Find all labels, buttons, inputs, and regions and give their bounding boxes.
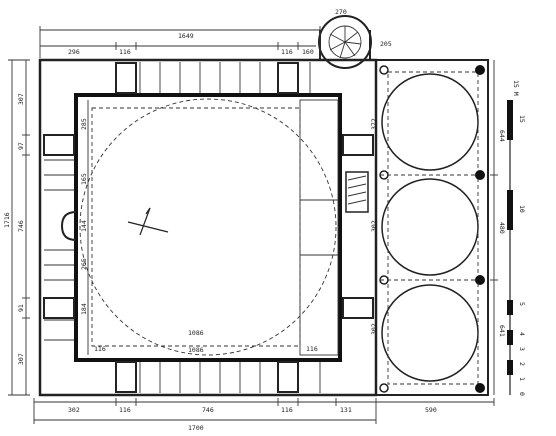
outer-wall bbox=[38, 58, 378, 397]
dim-inner-left-d: 265 bbox=[80, 258, 88, 270]
scale-tick-1: 1 bbox=[518, 377, 526, 381]
pier-bottom-right bbox=[277, 361, 299, 393]
dim-bottom-total: 1700 bbox=[188, 424, 204, 432]
dim-top-outer: 1649 bbox=[178, 32, 194, 40]
column-3 bbox=[475, 275, 485, 285]
dim-right-circ-b: 302 bbox=[370, 220, 378, 232]
dim-bottom-inner-b: 116 bbox=[306, 345, 318, 353]
scale-bar bbox=[507, 100, 513, 395]
entrance-stair-hatch bbox=[347, 175, 367, 205]
dim-bottom-seg-f: 590 bbox=[425, 406, 437, 414]
pier-top-right bbox=[277, 62, 299, 94]
dome-square-dashed bbox=[91, 107, 301, 347]
dim-inner-span: 1086 bbox=[188, 329, 204, 337]
dim-right-circ-c: 302 bbox=[370, 323, 378, 335]
dim-inner-span-bottom: 1086 bbox=[188, 346, 204, 354]
pier-left-bottom bbox=[43, 297, 75, 319]
column-8 bbox=[379, 383, 389, 393]
column-6 bbox=[379, 170, 389, 180]
column-2 bbox=[475, 170, 485, 180]
dim-top-seg-c: 116 bbox=[281, 48, 293, 56]
dim-right-mid: 480 bbox=[498, 222, 506, 234]
pier-left-top bbox=[43, 134, 75, 156]
main-dome-circle bbox=[79, 98, 337, 356]
dim-bottom-seg-e: 131 bbox=[340, 406, 352, 414]
dim-right-bot: 641 bbox=[498, 325, 506, 337]
dim-top-seg-left: 296 bbox=[68, 48, 80, 56]
left-corridor-hatch bbox=[44, 159, 74, 341]
portico-dashed-grid bbox=[387, 71, 479, 385]
column-5 bbox=[379, 65, 389, 75]
dim-top-seg-b: 116 bbox=[119, 48, 131, 56]
dim-inner-left-c: 144 bbox=[80, 220, 88, 232]
scale-tick-10: 10 bbox=[518, 205, 526, 213]
portico-dome-bottom bbox=[381, 284, 479, 382]
pier-right-bottom bbox=[342, 297, 374, 319]
pier-right-top bbox=[342, 134, 374, 156]
scale-tick-3: 3 bbox=[518, 347, 526, 351]
dim-bottom-seg-a: 302 bbox=[68, 406, 80, 414]
dim-top-seg-d: 160 bbox=[302, 48, 314, 56]
dim-bottom-seg-b: 116 bbox=[119, 406, 131, 414]
mihrab-niche bbox=[60, 211, 77, 241]
dim-inner-left-b: 165 bbox=[80, 173, 88, 185]
dim-inner-left-a: 285 bbox=[80, 118, 88, 130]
column-1 bbox=[475, 65, 485, 75]
entrance-stair bbox=[345, 171, 369, 213]
dim-lines-bottom bbox=[33, 398, 495, 424]
dim-left-bot: 307 bbox=[17, 353, 25, 365]
dim-left-top: 307 bbox=[17, 93, 25, 105]
dim-bottom-seg-c: 746 bbox=[202, 406, 214, 414]
dim-bottom-seg-d: 116 bbox=[281, 406, 293, 414]
dim-left-total: 1716 bbox=[3, 212, 11, 228]
minaret-spiral bbox=[329, 26, 362, 59]
scale-tick-15: 15 bbox=[518, 115, 526, 123]
north-arrow-icon bbox=[127, 207, 169, 236]
pier-bottom-left bbox=[115, 361, 137, 393]
bottom-corridor-hatch bbox=[139, 362, 321, 393]
prayer-hall-wall bbox=[74, 93, 342, 362]
dim-right-top: 644 bbox=[498, 130, 506, 142]
right-chamber bbox=[299, 99, 339, 356]
portico-outline bbox=[375, 59, 489, 396]
top-corridor-hatch bbox=[139, 62, 311, 93]
dim-left-mid-b: 746 bbox=[17, 220, 25, 232]
scale-tick-4: 4 bbox=[518, 332, 526, 336]
column-7 bbox=[379, 275, 389, 285]
dim-bottom-inner-a: 116 bbox=[94, 345, 106, 353]
dim-lines-top bbox=[39, 26, 321, 58]
dim-inner-left-e: 184 bbox=[80, 303, 88, 315]
column-4 bbox=[475, 383, 485, 393]
dim-lines-left bbox=[8, 59, 89, 396]
dim-lines-right bbox=[490, 60, 498, 395]
dim-stair-label: 270 bbox=[335, 8, 347, 16]
scale-tick-5: 5 bbox=[518, 302, 526, 306]
scale-tick-0: 0 bbox=[518, 392, 526, 396]
scale-label: 15 M bbox=[512, 80, 520, 96]
dim-left-mid-c: 91 bbox=[17, 304, 25, 312]
portico-dome-mid bbox=[381, 178, 479, 276]
scale-ticks: 0 1 2 3 4 5 10 15 bbox=[518, 115, 526, 396]
dim-right-circ: 372 bbox=[370, 118, 378, 130]
dim-stair-side: 205 bbox=[380, 40, 392, 48]
pier-top-left bbox=[115, 62, 137, 94]
portico-dome-top bbox=[381, 73, 479, 171]
dim-left-mid-a: 97 bbox=[17, 142, 25, 150]
scale-tick-2: 2 bbox=[518, 362, 526, 366]
